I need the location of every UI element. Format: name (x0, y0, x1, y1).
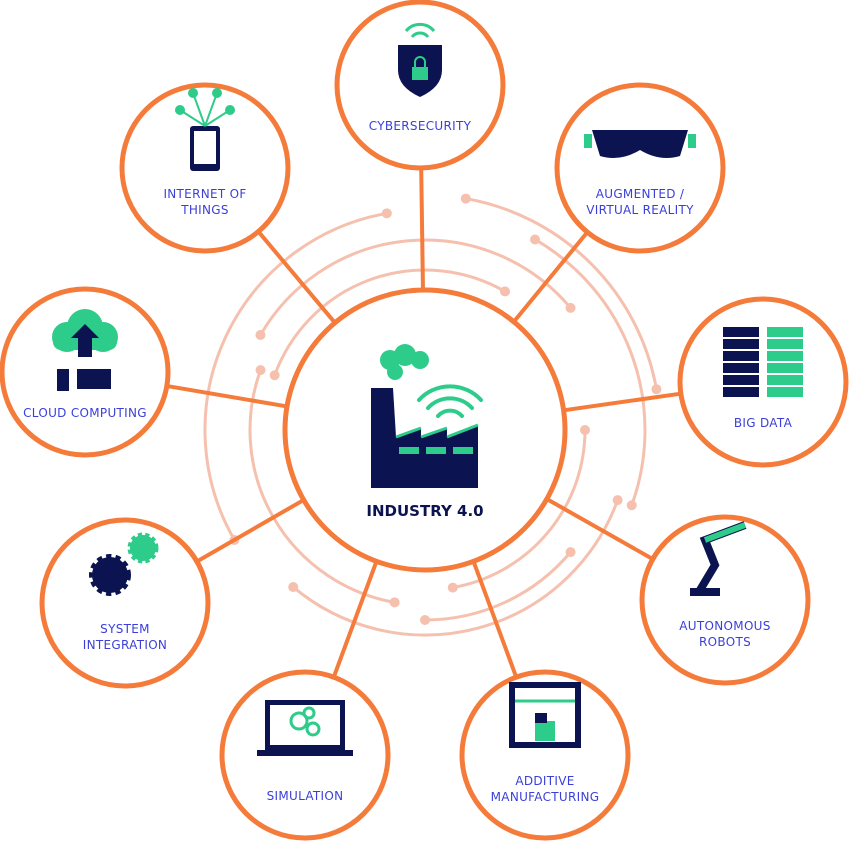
circuit-lines (203, 193, 662, 637)
node-label: ROBOTS (699, 635, 751, 649)
circuit-trace (534, 238, 647, 506)
phone-network-icon (175, 88, 235, 171)
circuit-node (565, 302, 576, 313)
node-simulation: SIMULATION (219, 669, 391, 841)
vr-headset-icon (584, 130, 696, 158)
node-label: MANUFACTURING (491, 790, 600, 804)
connector-big-data (563, 391, 680, 413)
node-circle (639, 514, 811, 686)
circuit-node (269, 370, 280, 381)
node-label: INTERNET OF (163, 187, 246, 201)
node-label: THINGS (180, 203, 229, 217)
laptop-gears-icon (257, 700, 353, 756)
circuit-node (565, 547, 576, 558)
circuit-trace (292, 499, 620, 637)
connector-ar-vr (512, 232, 588, 324)
robot-arm-icon (690, 521, 747, 596)
circuit-node (420, 615, 430, 625)
node-additive: ADDITIVE MANUFACTURING (459, 669, 631, 841)
node-label: ADDITIVE (515, 774, 574, 788)
node-iot: INTERNET OF THINGS (119, 82, 291, 254)
connector-cybersecurity (419, 169, 425, 291)
circuit-node (530, 234, 540, 245)
node-cloud: CLOUD COMPUTING (0, 286, 171, 458)
node-label: CLOUD COMPUTING (23, 406, 147, 420)
circuit-node (580, 425, 590, 435)
circuit-node (255, 365, 266, 376)
factory-icon (371, 344, 483, 488)
circuit-node (288, 582, 299, 593)
circuit-trace (424, 551, 572, 622)
circuit-trace (203, 211, 388, 541)
gears-icon (89, 532, 159, 596)
node-circle (677, 296, 849, 468)
node-ar-vr: AUGMENTED / VIRTUAL REALITY (554, 82, 726, 254)
node-label: VIRTUAL REALITY (586, 203, 694, 217)
circuit-node (389, 597, 400, 608)
cloud-upload-icon (52, 309, 118, 391)
node-label: SYSTEM (100, 622, 150, 636)
connector-system-integration (197, 498, 305, 563)
node-label: AUGMENTED / (596, 187, 685, 201)
node-big-data: BIG DATA (677, 296, 849, 468)
circuit-trace (259, 238, 572, 336)
circuit-node (460, 193, 471, 204)
connector-lines (168, 169, 680, 676)
node-circle (459, 669, 631, 841)
node-label: SIMULATION (267, 789, 344, 803)
connector-additive (471, 560, 518, 676)
circuit-trace (273, 268, 506, 376)
3d-printer-icon (509, 682, 581, 748)
connector-cloud (168, 384, 288, 409)
node-circle (39, 517, 211, 689)
circuit-trace (465, 197, 658, 390)
circuit-node (651, 384, 662, 395)
center-label: INDUSTRY 4.0 (366, 502, 483, 520)
circuit-node (500, 286, 510, 297)
node-system-integration: SYSTEM INTEGRATION (39, 517, 211, 689)
connector-robots (545, 497, 653, 560)
server-rack-icon (723, 327, 803, 397)
node-cybersecurity: CYBERSECURITY (334, 0, 506, 171)
node-label: AUTONOMOUS (679, 619, 770, 633)
circuit-node (255, 330, 266, 340)
node-circle (554, 82, 726, 254)
connector-iot (258, 231, 337, 325)
circuit-node (381, 208, 392, 219)
shield-lock-icon (398, 22, 442, 97)
connector-simulation (332, 560, 379, 676)
node-label: INTEGRATION (83, 638, 167, 652)
node-label: CYBERSECURITY (369, 119, 472, 133)
node-label: BIG DATA (734, 416, 793, 430)
node-robots: AUTONOMOUS ROBOTS (639, 514, 811, 686)
center-circle (282, 287, 568, 573)
circuit-node (626, 500, 637, 511)
circuit-node (447, 582, 458, 593)
circuit-node (612, 495, 623, 506)
